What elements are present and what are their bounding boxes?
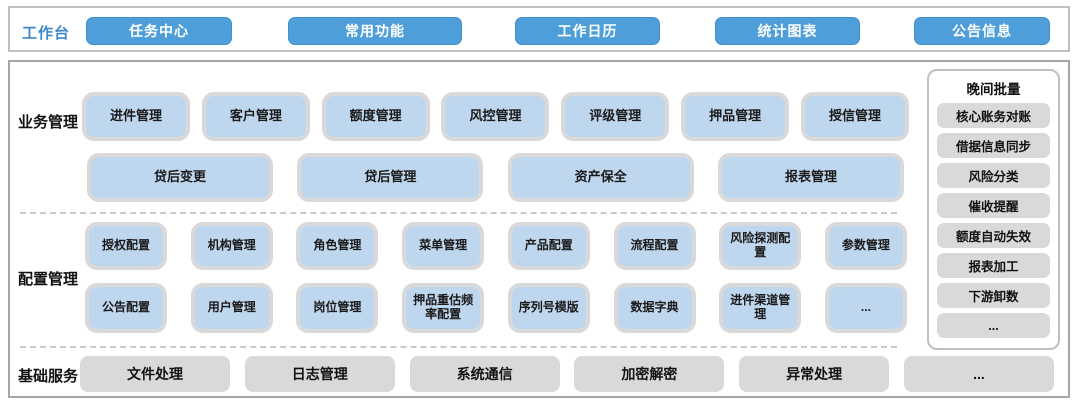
module-report-management[interactable]: 报表管理 <box>717 153 904 202</box>
module-rating-management[interactable]: 评级管理 <box>561 92 670 141</box>
module-risk-detection-config[interactable]: 风险探测配置 <box>719 222 802 270</box>
base-services-row: 文件处理 日志管理 系统通信 加密解密 异常处理 ... <box>80 356 1054 392</box>
night-batch-item-downstream-data-export[interactable]: 下游卸数 <box>937 283 1050 308</box>
night-batch-item-report-processing[interactable]: 报表加工 <box>937 253 1050 278</box>
module-risk-control-management[interactable]: 风控管理 <box>441 92 550 141</box>
module-data-dictionary[interactable]: 数据字典 <box>613 283 696 333</box>
workbench-label: 工作台 <box>22 25 71 42</box>
module-base-more[interactable]: ... <box>903 356 1054 392</box>
module-serial-number-template[interactable]: 序列号模版 <box>507 283 590 333</box>
module-log-management[interactable]: 日志管理 <box>244 356 395 392</box>
divider-business-config <box>20 212 897 214</box>
module-org-management[interactable]: 机构管理 <box>190 222 273 270</box>
module-product-config[interactable]: 产品配置 <box>507 222 590 270</box>
topbar-button-statistics-charts[interactable]: 统计图表 <box>715 17 860 45</box>
module-post-loan-management[interactable]: 贷后管理 <box>297 153 484 202</box>
section-label-business: 业务管理 <box>17 114 78 131</box>
module-asset-preservation[interactable]: 资产保全 <box>507 153 694 202</box>
module-user-management[interactable]: 用户管理 <box>190 283 273 333</box>
module-system-communication[interactable]: 系统通信 <box>409 356 560 392</box>
module-intake-channel-management[interactable]: 进件渠道管理 <box>719 283 802 333</box>
night-batch-item-risk-classification[interactable]: 风险分类 <box>937 163 1050 188</box>
night-batch-item-quota-auto-expiry[interactable]: 额度自动失效 <box>937 223 1050 248</box>
module-position-management[interactable]: 岗位管理 <box>296 283 379 333</box>
night-batch-item-loan-receipt-info-sync[interactable]: 借据信息同步 <box>937 133 1050 158</box>
topbar: 工作台 任务中心 常用功能 工作日历 统计图表 公告信息 <box>8 6 1070 52</box>
module-authorization-config[interactable]: 授权配置 <box>85 222 167 270</box>
night-batch-item-core-account-reconciliation[interactable]: 核心账务对账 <box>937 103 1050 128</box>
module-credit-management[interactable]: 授信管理 <box>800 92 909 141</box>
config-row-2: 公告配置 用户管理 岗位管理 押品重估频率配置 序列号模版 数据字典 进件渠道管… <box>85 283 907 333</box>
business-row-1: 进件管理 客户管理 额度管理 风控管理 评级管理 押品管理 授信管理 <box>82 92 909 141</box>
module-post-loan-change[interactable]: 贷后变更 <box>87 153 273 202</box>
business-row-2: 贷后变更 贷后管理 资产保全 报表管理 <box>87 153 904 202</box>
module-parameter-management[interactable]: 参数管理 <box>824 222 907 270</box>
section-label-config: 配置管理 <box>17 271 78 288</box>
topbar-button-task-center[interactable]: 任务中心 <box>86 17 232 45</box>
config-row-1: 授权配置 机构管理 角色管理 菜单管理 产品配置 流程配置 风险探测配置 参数管… <box>85 222 907 270</box>
module-role-management[interactable]: 角色管理 <box>296 222 379 270</box>
module-process-config[interactable]: 流程配置 <box>613 222 696 270</box>
topbar-button-common-functions[interactable]: 常用功能 <box>288 17 462 45</box>
section-label-base: 基础服务 <box>17 368 78 385</box>
divider-config-base <box>20 346 897 348</box>
night-batch-panel: 晚间批量 核心账务对账 借据信息同步 风险分类 催收提醒 额度自动失效 报表加工… <box>927 69 1060 350</box>
module-intake-management[interactable]: 进件管理 <box>82 92 190 141</box>
module-config-more[interactable]: ... <box>824 283 907 333</box>
topbar-button-work-calendar[interactable]: 工作日历 <box>515 17 660 45</box>
module-customer-management[interactable]: 客户管理 <box>201 92 310 141</box>
module-file-processing[interactable]: 文件处理 <box>80 356 230 392</box>
module-exception-handling[interactable]: 异常处理 <box>739 356 890 392</box>
module-encryption-decryption[interactable]: 加密解密 <box>574 356 725 392</box>
topbar-button-announcement-info[interactable]: 公告信息 <box>914 17 1050 45</box>
module-announcement-config[interactable]: 公告配置 <box>85 283 167 333</box>
main-panel: 业务管理 配置管理 基础服务 进件管理 客户管理 额度管理 风控管理 评级管理 … <box>8 60 1070 398</box>
night-batch-item-more[interactable]: ... <box>937 313 1050 338</box>
module-quota-management[interactable]: 额度管理 <box>321 92 430 141</box>
module-collateral-revaluation-frequency-config[interactable]: 押品重估频率配置 <box>402 283 485 333</box>
module-collateral-management[interactable]: 押品管理 <box>681 92 790 141</box>
night-batch-item-collection-reminder[interactable]: 催收提醒 <box>937 193 1050 218</box>
module-menu-management[interactable]: 菜单管理 <box>402 222 485 270</box>
night-batch-title: 晚间批量 <box>966 82 1021 97</box>
